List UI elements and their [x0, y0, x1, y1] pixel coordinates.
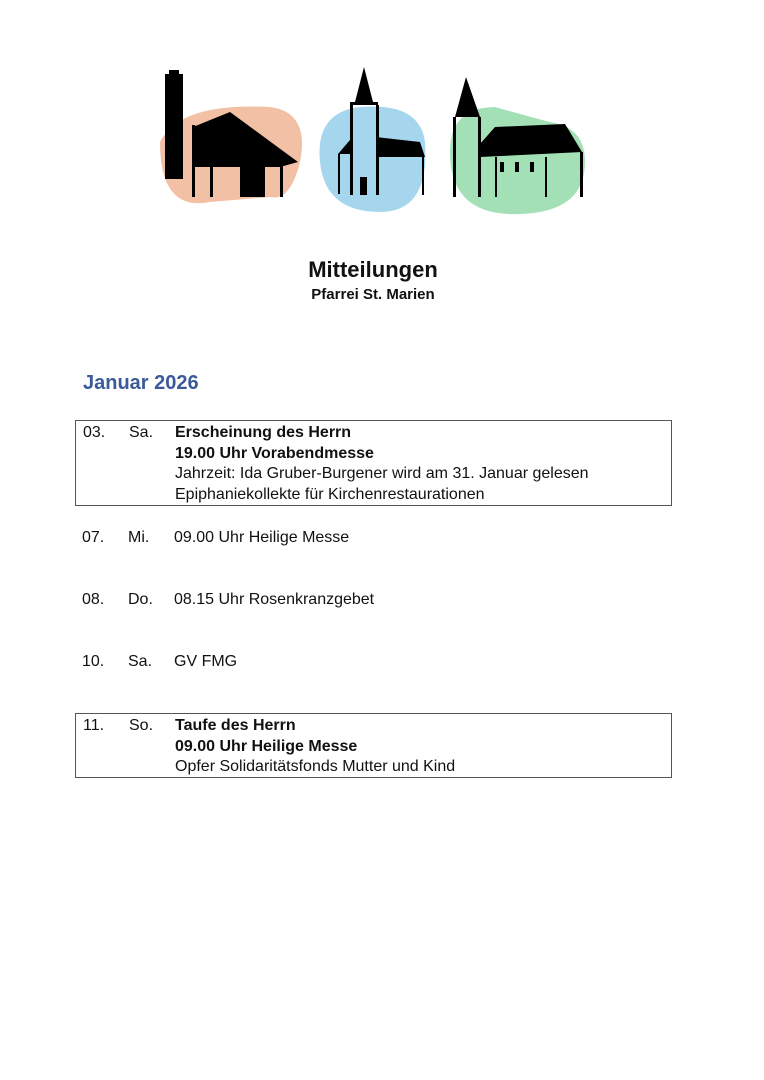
calendar-entry-featured: 11. So. Taufe des Herrn 09.00 Uhr Heilig… — [75, 713, 672, 778]
entry-weekday: So. — [129, 717, 154, 734]
entry-day: 11. — [83, 717, 105, 734]
entry-feast: Taufe des Herrn — [175, 717, 296, 734]
entry-service: 09.00 Uhr Heilige Messe — [174, 529, 350, 546]
calendar-entry: 10. Sa. GV FMG — [75, 650, 672, 675]
entry-service: 08.15 Uhr Rosenkranzgebet — [174, 591, 375, 608]
entry-day: 10. — [82, 653, 105, 670]
calendar-entry: 07. Mi. 09.00 Uhr Heilige Messe — [75, 526, 672, 551]
calendar-entry-featured: 03. Sa. Erscheinung des Herrn 19.00 Uhr … — [75, 420, 672, 506]
entry-service: GV FMG — [174, 653, 238, 670]
page-subtitle: Pfarrei St. Marien — [311, 286, 435, 303]
entry-note: Epiphaniekollekte für Kirchenrestauratio… — [175, 485, 485, 503]
entry-note: Opfer Solidaritätsfonds Mutter und Kind — [175, 758, 456, 775]
month-heading: Januar 2026 — [83, 372, 199, 394]
entry-day: 07. — [82, 529, 105, 546]
entry-day: 08. — [82, 591, 105, 608]
entry-day: 03. — [83, 424, 106, 441]
entry-feast: Erscheinung des Herrn — [175, 424, 352, 441]
entry-note: Jahrzeit: Ida Gruber-Burgener wird am 31… — [175, 465, 589, 482]
entry-weekday: Sa. — [128, 653, 153, 670]
entry-weekday: Sa. — [129, 424, 154, 441]
calendar-entry: 08. Do. 08.15 Uhr Rosenkranzgebet — [75, 588, 672, 613]
entry-service: 19.00 Uhr Vorabendmesse — [175, 444, 374, 462]
entry-weekday: Mi. — [128, 529, 150, 546]
entry-weekday: Do. — [128, 591, 153, 608]
churches-logo — [160, 67, 585, 215]
page-title: Mitteilungen — [308, 257, 438, 282]
entry-service: 09.00 Uhr Heilige Messe — [175, 737, 358, 755]
